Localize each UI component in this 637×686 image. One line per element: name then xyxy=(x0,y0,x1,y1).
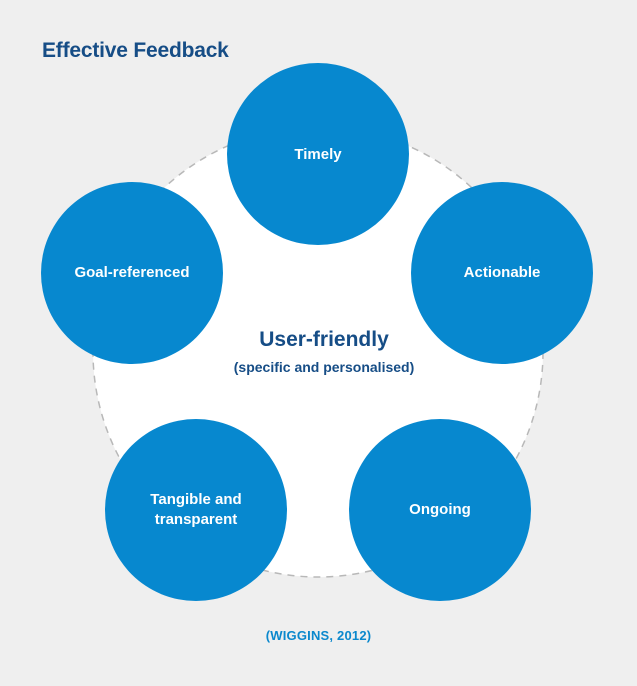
timely-circle xyxy=(227,63,409,245)
page-title: Effective Feedback xyxy=(42,39,229,62)
center-subtitle: (specific and personalised) xyxy=(233,359,415,375)
goal-referenced-circle xyxy=(41,182,223,364)
actionable-label: Actionable xyxy=(463,263,541,281)
tangible-transparent-circle xyxy=(105,419,287,601)
goal-referenced-label: Goal-referenced xyxy=(74,263,190,281)
ongoing-label: Ongoing xyxy=(409,500,471,518)
timely-label: Timely xyxy=(294,145,342,163)
actionable-circle xyxy=(411,182,593,364)
source-citation: (WIGGINS, 2012) xyxy=(265,628,372,643)
tangible-transparent-label: Tangible and transparent xyxy=(150,490,242,528)
ongoing-circle xyxy=(349,419,531,601)
center-title: User-friendly xyxy=(259,328,389,351)
